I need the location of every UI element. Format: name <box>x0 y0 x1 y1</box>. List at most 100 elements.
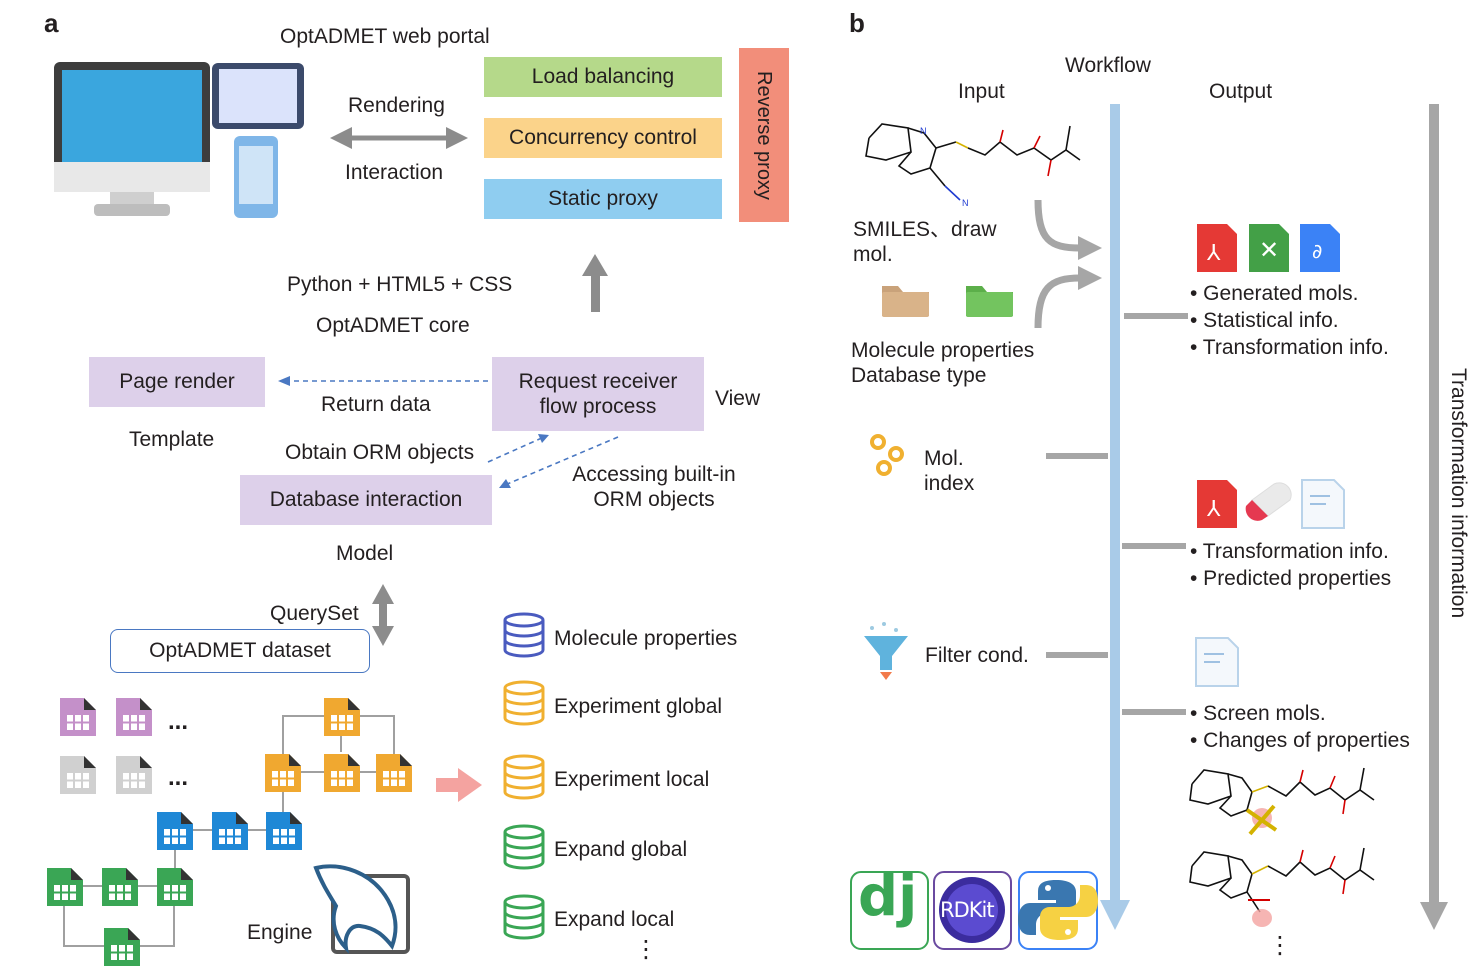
filter-icon <box>864 622 908 680</box>
input-label: Input <box>958 80 1005 103</box>
mol-index-icon <box>870 434 904 476</box>
db-label-expand-local: Expand local <box>554 908 675 931</box>
pill-icon <box>1245 482 1292 521</box>
request-receiver-line2: flow process <box>539 395 657 418</box>
excel-icon: ✕ <box>1249 224 1289 272</box>
core-to-portal-arrow <box>582 254 608 312</box>
panel-b-label: b <box>849 8 865 38</box>
load-balancing-box: Load balancing <box>484 57 722 97</box>
db-ellipsis: ⋮ <box>634 936 658 963</box>
view-label: View <box>715 387 761 410</box>
panel-a-label: a <box>44 8 59 38</box>
accessing-orm-label: Accessing built-in ORM objects <box>564 462 744 512</box>
engine-label: Engine <box>247 921 313 944</box>
page-render-box: Page render <box>89 357 265 407</box>
filter-cond-label: Filter cond. <box>925 644 1029 667</box>
document-icon <box>1301 479 1345 529</box>
django-logo-text: dj <box>858 864 918 929</box>
molecule-structure <box>865 123 1081 201</box>
folder-icon <box>966 286 1013 317</box>
link-icon: ∂ <box>1300 224 1340 272</box>
mol-props-label: Molecule properties Database type <box>851 338 1034 388</box>
db-label-molecule-properties: Molecule properties <box>554 627 738 650</box>
tech-stack-label: Python + HTML5 + CSS <box>287 273 513 296</box>
transformation-arrow <box>1420 104 1448 930</box>
molecule-structure <box>1189 767 1375 817</box>
obtain-orm-label: Obtain ORM objects <box>285 441 475 464</box>
ellipsis-1: ... <box>168 708 189 735</box>
mysql-dolphin-icon <box>313 864 410 954</box>
output-item: • Generated mols. <box>1190 282 1359 305</box>
smiles-label: SMILES、draw mol. <box>853 217 997 267</box>
output-item: • Transformation info. <box>1190 336 1389 359</box>
dataset-box: OptADMET dataset <box>110 629 370 673</box>
interaction-label: Interaction <box>345 161 444 184</box>
output-item: • Transformation info. <box>1190 540 1389 563</box>
rendering-arrow <box>330 127 468 149</box>
smiles-line2: mol. <box>853 243 893 267</box>
accessing-orm-line2: ORM objects <box>593 488 715 512</box>
pdf-icon: ⅄ <box>1197 224 1237 272</box>
template-label: Template <box>129 428 215 451</box>
pdf-icon: ⅄ <box>1197 480 1237 528</box>
django-logo-icon <box>850 871 929 950</box>
reverse-proxy-label: Reverse proxy <box>753 70 775 200</box>
molecule-structure <box>1189 847 1375 913</box>
workflow-arrow <box>1100 104 1130 930</box>
output-item: • Predicted properties <box>1190 567 1392 590</box>
output-list-2: • Transformation info. • Predicted prope… <box>1190 538 1391 592</box>
output-item: • Screen mols. <box>1190 702 1326 725</box>
mol-index-label: Mol. index <box>924 446 974 496</box>
return-data-label: Return data <box>321 393 431 416</box>
molecule-ellipsis: ⋮ <box>1268 932 1292 959</box>
rdkit-logo-text: RDKit <box>940 898 995 922</box>
request-receiver-line1: Request receiver <box>518 369 678 393</box>
ellipsis-2: ... <box>168 764 189 791</box>
output-item: • Statistical info. <box>1190 309 1339 332</box>
queryset-label: QuerySet <box>270 602 359 625</box>
smiles-line1: SMILES、draw <box>853 218 997 241</box>
workflow-label: Workflow <box>1065 54 1151 77</box>
database-interaction-box: Database interaction <box>240 475 492 525</box>
svg-text:N: N <box>962 198 969 208</box>
output-label: Output <box>1209 80 1273 103</box>
svg-text:⅄: ⅄ <box>1206 240 1221 265</box>
document-icon <box>1195 637 1239 687</box>
reverse-proxy-box: Reverse proxy <box>739 48 789 222</box>
request-receiver-box: Request receiver flow process <box>492 357 704 431</box>
core-title: OptADMET core <box>316 314 470 337</box>
output-item: • Changes of properties <box>1190 729 1410 752</box>
folder-icon <box>882 286 929 317</box>
to-databases-arrow <box>436 768 482 802</box>
concurrency-control-box: Concurrency control <box>484 118 722 158</box>
svg-text:N: N <box>920 126 927 136</box>
output-list-3: • Screen mols. • Changes of properties <box>1190 700 1410 754</box>
monitor-icon <box>54 62 210 216</box>
db-label-experiment-local: Experiment local <box>554 768 710 791</box>
phone-icon <box>234 136 278 218</box>
accessing-orm-line1: Accessing built-in <box>572 463 736 486</box>
rdkit-logo-icon <box>933 871 1012 950</box>
mol-index-line1: Mol. <box>924 447 964 470</box>
mol-props-line2: Database type <box>851 364 987 388</box>
sulfonyl-highlight <box>1245 804 1278 836</box>
mol-props-line1: Molecule properties <box>851 339 1035 362</box>
transformation-information-label: Transformation information <box>1447 368 1470 619</box>
rendering-label: Rendering <box>348 94 445 117</box>
svg-text:∂: ∂ <box>1312 239 1322 263</box>
amide-highlight <box>1248 899 1272 927</box>
db-label-expand-global: Expand global <box>554 838 688 861</box>
model-label: Model <box>336 542 394 565</box>
output-list-1: • Generated mols. • Statistical info. • … <box>1190 280 1389 361</box>
mol-index-line2: index <box>924 472 975 496</box>
tablet-icon <box>212 63 304 129</box>
python-logo-icon <box>1018 871 1098 950</box>
svg-text:✕: ✕ <box>1259 237 1279 264</box>
queryset-arrow <box>372 584 394 646</box>
db-label-experiment-global: Experiment global <box>554 695 723 718</box>
portal-title: OptADMET web portal <box>280 25 490 48</box>
static-proxy-box: Static proxy <box>484 179 722 219</box>
svg-text:⅄: ⅄ <box>1206 496 1221 521</box>
